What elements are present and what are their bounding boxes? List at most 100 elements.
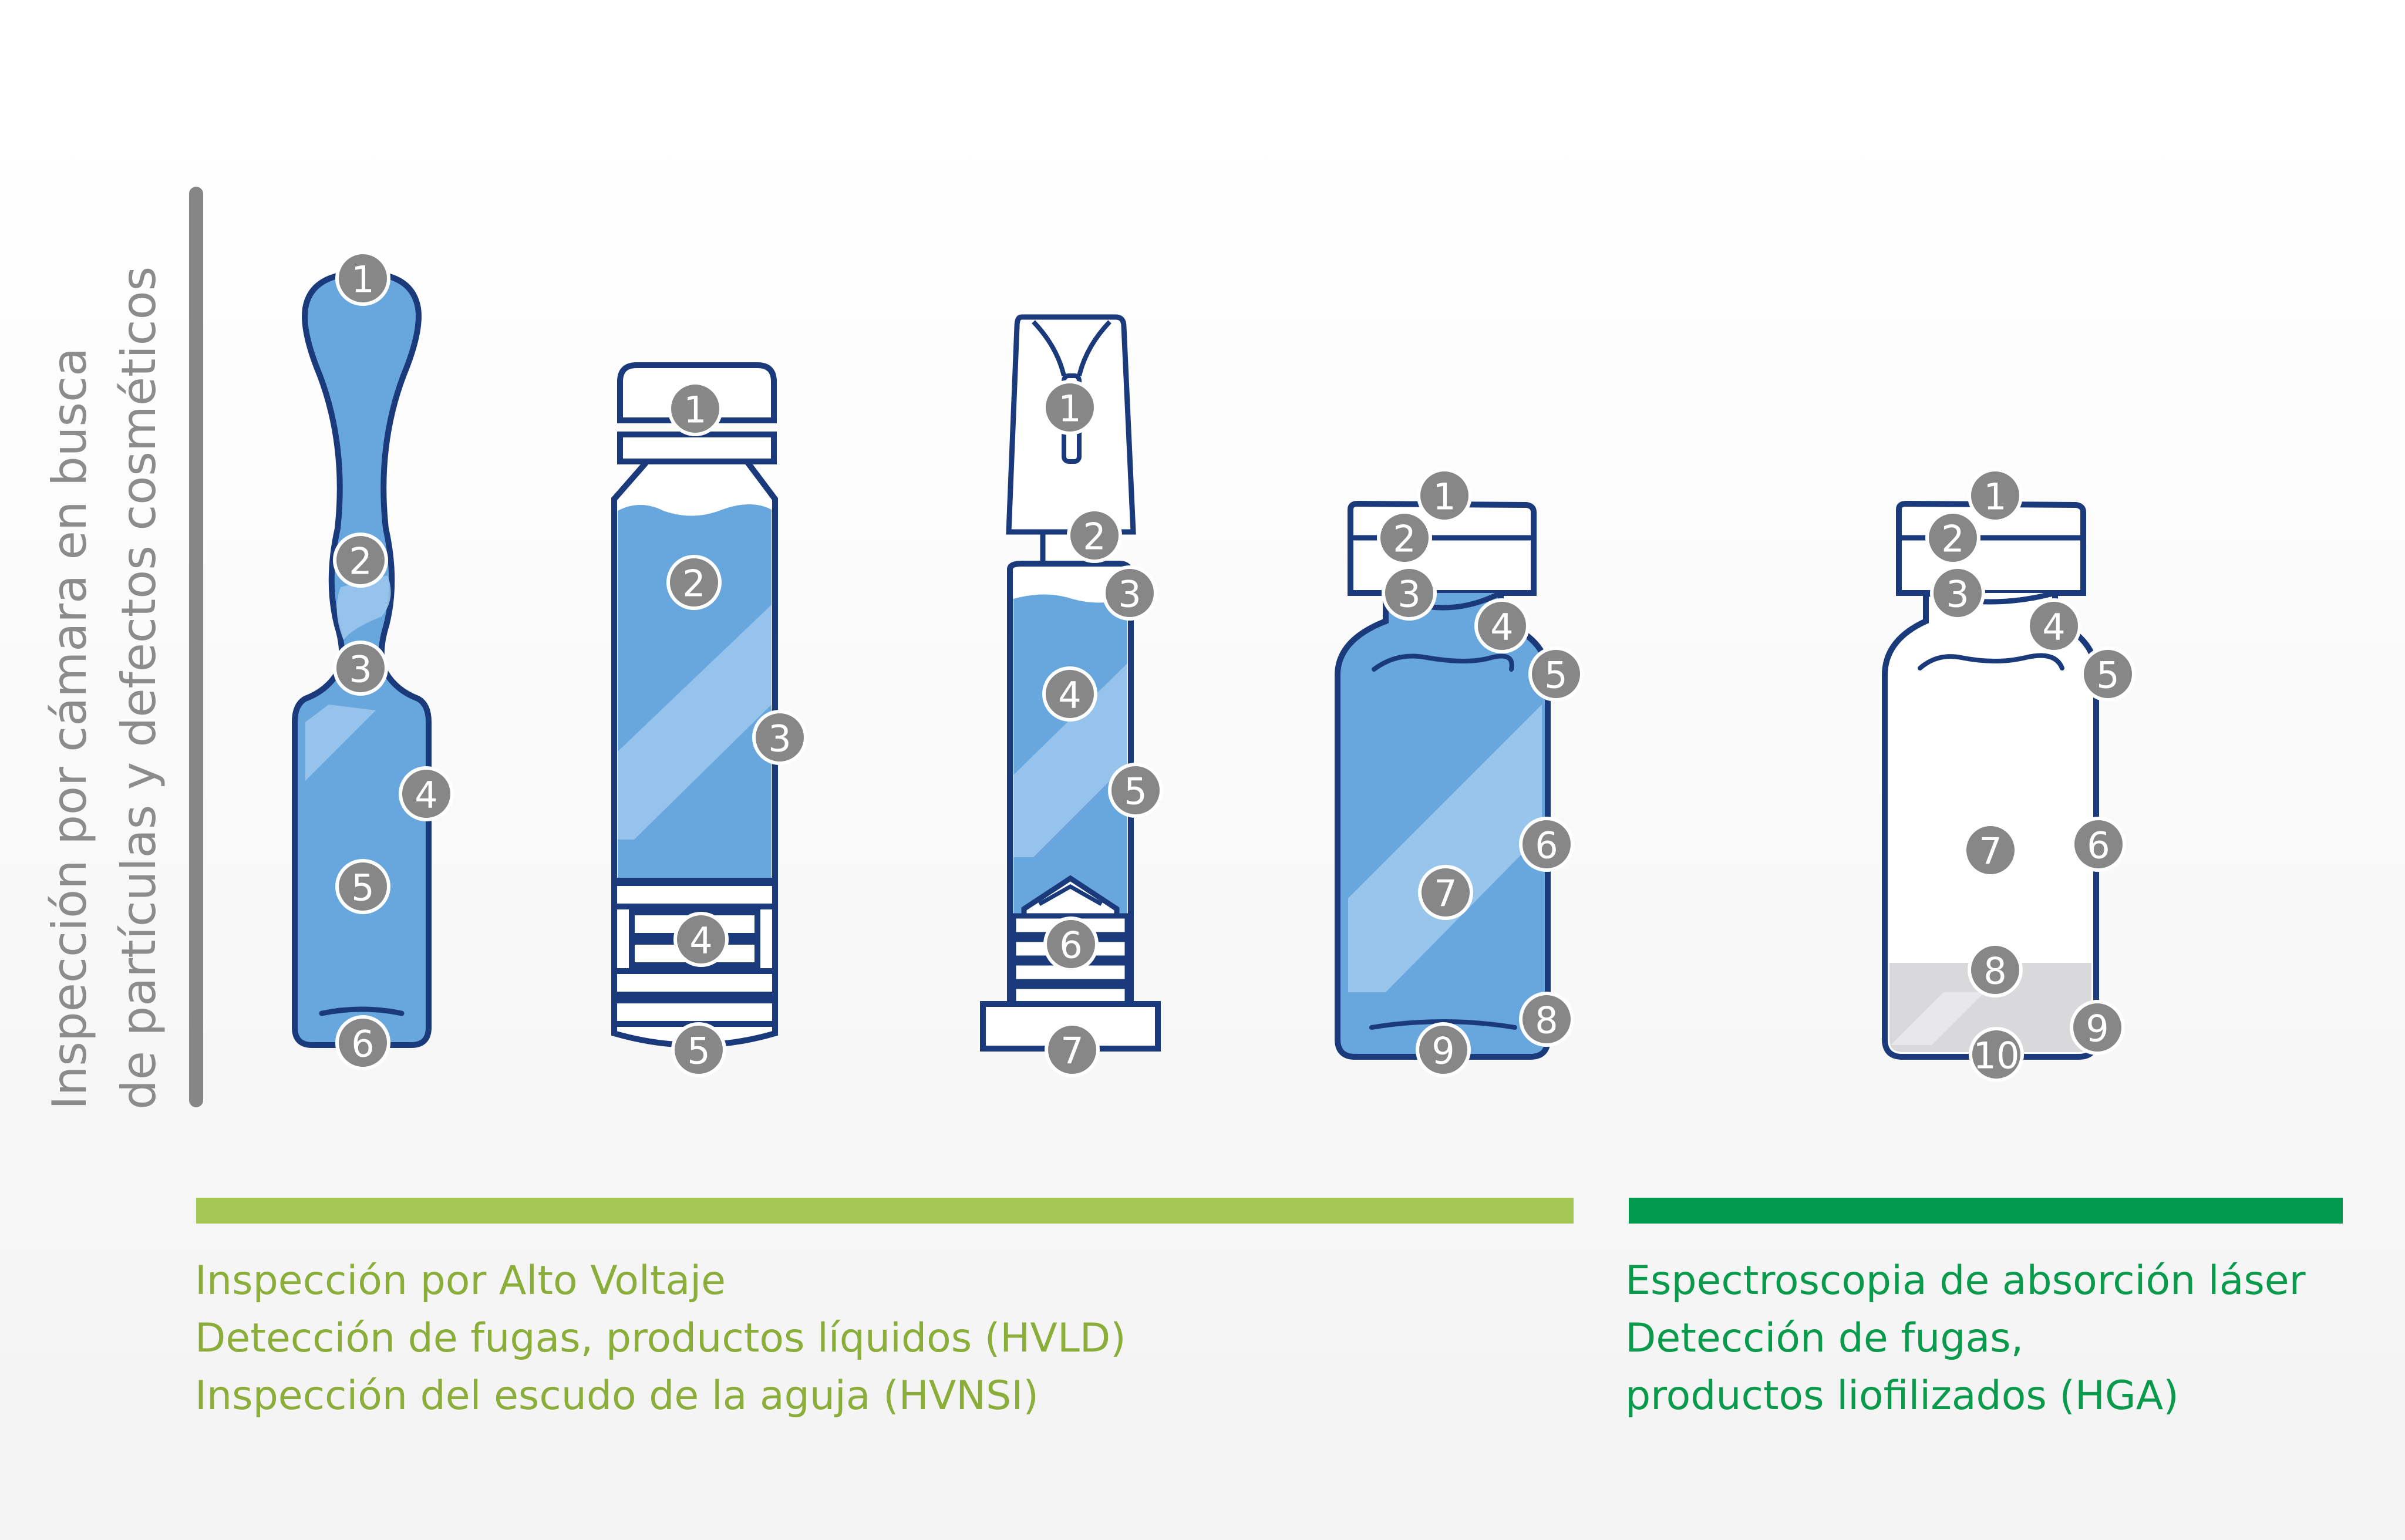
ampoule-highlight bbox=[336, 575, 391, 640]
liquid-vial-marker-label: 7 bbox=[1434, 872, 1457, 915]
lyophilized-vial-marker-label: 2 bbox=[1941, 518, 1964, 561]
prefilled-syringe-marker-2: 2 bbox=[1067, 508, 1122, 563]
liquid-vial-marker-circle bbox=[1416, 1022, 1471, 1077]
ampoule-marker-2: 2 bbox=[333, 533, 388, 588]
lyophilized-vial-marker-circle bbox=[1969, 1027, 2024, 1082]
cartridge-illustration bbox=[611, 362, 778, 1048]
prefilled-syringe-marker-circle bbox=[1043, 916, 1099, 972]
liquid-vial-marker-label: 1 bbox=[1433, 476, 1456, 518]
liquid-vial-marker-circle bbox=[1382, 565, 1437, 621]
lyophilized-vial-marker-label: 7 bbox=[1979, 830, 2002, 873]
ampoule-shine bbox=[305, 705, 376, 781]
ampoule-marker-label: 5 bbox=[351, 867, 374, 909]
lyophilized-vial-marker-6: 6 bbox=[2071, 817, 2126, 872]
cartridge-bottle-marker-label: 1 bbox=[683, 389, 706, 432]
prefilled-syringe-marker-label: 1 bbox=[1058, 387, 1081, 430]
ampoule-marker-circle bbox=[335, 1015, 390, 1070]
prefilled-syringe-marker-circle bbox=[1108, 763, 1163, 818]
lyophilized-vial-marker-label: 9 bbox=[2086, 1007, 2108, 1050]
ampoule-marker-circle bbox=[333, 641, 388, 696]
prefilled-syringe-marker-label: 4 bbox=[1058, 674, 1081, 717]
liquid-vial-marker-circle bbox=[1418, 865, 1473, 920]
hga-legend-line-2: Detección de fugas, bbox=[1625, 1315, 2024, 1362]
prefilled-syringe-marker-circle bbox=[1042, 666, 1097, 722]
liquid-vial-marker-label: 8 bbox=[1535, 999, 1558, 1042]
cartridge-bottle-marker-1: 1 bbox=[668, 381, 723, 436]
lyophilized-vial-marker-label: 1 bbox=[1983, 476, 2006, 518]
lyophilized-vial-marker-10: 10 bbox=[1969, 1027, 2024, 1082]
liquid-vial-marker-label: 9 bbox=[1431, 1030, 1454, 1073]
syringe-shine bbox=[1013, 663, 1127, 857]
prefilled-syringe-marker-label: 5 bbox=[1124, 770, 1147, 813]
prefilled-syringe-marker-circle bbox=[1102, 565, 1157, 621]
prefilled-syringe-marker-6: 6 bbox=[1043, 916, 1099, 972]
cartridge-bottle-marker-4: 4 bbox=[673, 912, 729, 967]
prefilled-syringe-marker-5: 5 bbox=[1108, 763, 1163, 818]
liquid-vial-marker-label: 6 bbox=[1535, 824, 1558, 867]
liquid-vial-illustration bbox=[1335, 500, 1551, 1060]
prefilled-syringe-marker-circle bbox=[1042, 380, 1097, 435]
lyophilized-vial-marker-label: 8 bbox=[1983, 950, 2006, 993]
liquid-vial-marker-2: 2 bbox=[1377, 510, 1432, 565]
ampoule-marker-label: 6 bbox=[351, 1023, 374, 1066]
lyophilized-vial-marker-circle bbox=[1925, 510, 1980, 565]
liquid-vial-marker-1: 1 bbox=[1417, 468, 1472, 523]
hvld-bar bbox=[196, 1198, 1574, 1224]
hga-bar bbox=[1629, 1198, 2343, 1224]
prefilled-syringe-marker-7: 7 bbox=[1045, 1022, 1100, 1077]
ampoule-marker-circle bbox=[333, 533, 388, 588]
liquid-vial-marker-6: 6 bbox=[1519, 817, 1574, 872]
lyophilized-vial-marker-8: 8 bbox=[1968, 942, 2023, 998]
liquid-vial-marker-3: 3 bbox=[1382, 565, 1437, 621]
liquid-vial-marker-5: 5 bbox=[1528, 646, 1584, 702]
liquid-vial-marker-circle bbox=[1417, 468, 1472, 523]
cartridge-bottle-marker-circle bbox=[671, 1022, 726, 1077]
liquid-vial-marker-circle bbox=[1377, 510, 1432, 565]
lyophilized-vial-marker-circle bbox=[2026, 598, 2081, 653]
liquid-vial-marker-label: 2 bbox=[1393, 518, 1416, 561]
lyophilized-vial-marker-label: 10 bbox=[1973, 1034, 2020, 1077]
liquid-vial-marker-label: 4 bbox=[1490, 606, 1513, 649]
lyophilized-vial-marker-label: 3 bbox=[1946, 573, 1969, 616]
ampoule-marker-1: 1 bbox=[335, 251, 390, 306]
prefilled-syringe-marker-4: 4 bbox=[1042, 666, 1097, 722]
prefilled-syringe-marker-circle bbox=[1067, 508, 1122, 563]
lyophilized-vial-marker-5: 5 bbox=[2080, 646, 2135, 702]
ampoule-marker-label: 2 bbox=[349, 540, 372, 583]
cartridge-cap-ring bbox=[617, 432, 777, 464]
cartridge-bottle-marker-label: 5 bbox=[687, 1030, 710, 1073]
ampoule-marker-4: 4 bbox=[399, 766, 454, 821]
ampoule-marker-label: 1 bbox=[351, 258, 374, 301]
lyophilized-vial-marker-9: 9 bbox=[2070, 1000, 2125, 1055]
lyophilized-vial-marker-circle bbox=[1968, 468, 2023, 523]
liquid-vial-marker-circle bbox=[1519, 817, 1574, 872]
lyophilized-vial-marker-circle bbox=[2070, 1000, 2125, 1055]
cartridge-shine bbox=[618, 605, 772, 840]
cartridge-bottle-marker-label: 2 bbox=[682, 562, 705, 605]
liquid-vial-shine bbox=[1348, 705, 1542, 992]
ampoule-bottom-line bbox=[319, 1006, 405, 1016]
ampoule-marker-label: 3 bbox=[349, 648, 372, 691]
lyophilized-vial-illustration bbox=[1882, 500, 2099, 1060]
lyophilized-vial-marker-circle bbox=[1930, 565, 1985, 621]
ampoule-marker-5: 5 bbox=[335, 859, 390, 914]
lyophilized-vial-marker-circle bbox=[2071, 817, 2126, 872]
liquid-vial-marker-label: 5 bbox=[1544, 654, 1567, 697]
ampoule-marker-6: 6 bbox=[335, 1015, 390, 1070]
lyophilized-vial-marker-3: 3 bbox=[1930, 565, 1985, 621]
hvld-legend-line-3: Inspección del escudo de la aguja (HVNSI… bbox=[195, 1373, 1039, 1419]
lyophilized-vial-marker-label: 4 bbox=[2042, 606, 2065, 649]
liquid-vial-marker-4: 4 bbox=[1474, 598, 1530, 653]
lyophilized-vial-marker-label: 6 bbox=[2087, 824, 2110, 867]
cartridge-bottle-marker-circle bbox=[666, 555, 722, 610]
liquid-vial-marker-circle bbox=[1528, 646, 1584, 702]
ampoule-marker-circle bbox=[335, 859, 390, 914]
hvld-legend: Inspección por Alto Voltaje Detección de… bbox=[195, 1252, 1126, 1425]
lyophilized-vial-marker-label: 5 bbox=[2096, 654, 2119, 697]
lyophilized-vial-marker-2: 2 bbox=[1925, 510, 1980, 565]
vertical-bracket-bar bbox=[189, 187, 203, 1107]
cartridge-bottle-marker-circle bbox=[668, 381, 723, 436]
cartridge-bottle-marker-5: 5 bbox=[671, 1022, 726, 1077]
